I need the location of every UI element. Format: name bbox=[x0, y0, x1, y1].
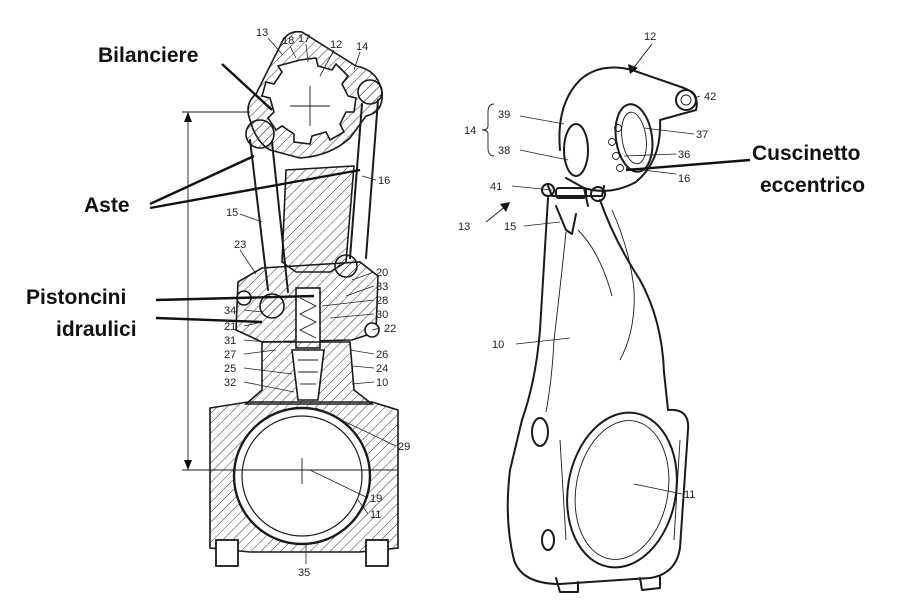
ref-label: 24 bbox=[376, 363, 388, 375]
callout-aste: Aste bbox=[84, 194, 130, 217]
section-ref-labels: 13 18 17 12 14 16 15 23 20 33 28 30 22 3… bbox=[224, 27, 410, 579]
ref-label: 14 bbox=[464, 125, 476, 137]
ref-label: 12 bbox=[330, 39, 342, 51]
ref-label: 23 bbox=[234, 239, 246, 251]
callout-pistoncini-line1: Pistoncini bbox=[26, 286, 126, 309]
ref-label: 22 bbox=[384, 323, 396, 335]
perspective-ref-labels: 12 42 39 14 37 38 36 16 41 13 15 10 11 bbox=[458, 31, 716, 501]
bracket-14 bbox=[481, 103, 495, 157]
callout-bilanciere: Bilanciere bbox=[98, 44, 198, 67]
leader-bilanciere bbox=[221, 63, 273, 111]
ref-label: 29 bbox=[398, 441, 410, 453]
rocker-pin-right bbox=[357, 79, 383, 105]
ref-label: 31 bbox=[224, 335, 236, 347]
perspective-big-end bbox=[506, 408, 690, 585]
ref-label: 35 bbox=[298, 567, 310, 579]
eccentric-bearing-bore bbox=[614, 103, 654, 173]
ref-label: 11 bbox=[684, 489, 695, 501]
leader-pistoncini-2 bbox=[155, 316, 263, 324]
ref-label: 38 bbox=[498, 145, 510, 157]
callout-cuscinetto-line2: eccentrico bbox=[760, 174, 865, 197]
ref-label: 10 bbox=[376, 377, 388, 389]
rocker-bore bbox=[261, 57, 357, 145]
perspective-big-end-bore bbox=[566, 411, 678, 569]
ref-label: 13 bbox=[256, 27, 268, 39]
ref-label: 11 bbox=[370, 509, 381, 521]
leader-aste-2 bbox=[149, 168, 361, 210]
ref-label: 16 bbox=[678, 173, 690, 185]
rocker-pin-left bbox=[245, 119, 275, 149]
rod-left-outer bbox=[249, 139, 269, 291]
bolt-left bbox=[215, 539, 239, 567]
ref-label: 21 bbox=[224, 321, 236, 333]
ref-label: 17 bbox=[298, 33, 310, 45]
leader-aste-1 bbox=[149, 154, 255, 206]
ref-label: 18 bbox=[282, 35, 294, 47]
ref-label: 36 bbox=[678, 149, 690, 161]
leader-pistoncini-1 bbox=[155, 294, 315, 302]
ref-label: 27 bbox=[224, 349, 236, 361]
ref-label: 12 bbox=[644, 31, 656, 43]
ref-label: 28 bbox=[376, 295, 388, 307]
ref-label: 32 bbox=[224, 377, 236, 389]
ref-label: 34 bbox=[224, 305, 236, 317]
section-ref-leaders bbox=[239, 37, 397, 564]
ref-label: 25 bbox=[224, 363, 236, 375]
perspective-shank bbox=[509, 197, 669, 471]
rocker-link-41 bbox=[547, 185, 605, 197]
ref-label: 15 bbox=[504, 221, 516, 233]
perspective-rocker bbox=[558, 66, 698, 192]
ref-label: 10 bbox=[492, 339, 504, 351]
ref-label: 37 bbox=[696, 129, 708, 141]
ref-label: 19 bbox=[370, 493, 382, 505]
rod-right-outer bbox=[349, 103, 363, 259]
piston-ball-left bbox=[259, 293, 285, 319]
ref-label: 15 bbox=[226, 207, 238, 219]
perspective-view bbox=[481, 43, 698, 593]
section-view bbox=[182, 30, 399, 567]
rocker-side-recess bbox=[563, 123, 589, 177]
ref-label: 41 bbox=[490, 181, 502, 193]
rod-end-right bbox=[334, 254, 358, 278]
ref-label: 33 bbox=[376, 281, 388, 293]
leader-cuscinetto bbox=[625, 158, 751, 172]
ref-label: 16 bbox=[378, 175, 390, 187]
callout-cuscinetto-line1: Cuscinetto bbox=[752, 142, 861, 165]
ref-label: 39 bbox=[498, 109, 510, 121]
bolt-right bbox=[365, 539, 389, 567]
ref-label: 20 bbox=[376, 267, 388, 279]
ref-label: 30 bbox=[376, 309, 388, 321]
perspective-ref-leaders bbox=[511, 95, 701, 495]
ref-label: 42 bbox=[704, 91, 716, 103]
callout-pistoncini-line2: idraulici bbox=[56, 318, 137, 341]
ref-label: 26 bbox=[376, 349, 388, 361]
ref-label: 13 bbox=[458, 221, 470, 233]
ref-label: 14 bbox=[356, 41, 368, 53]
callout-leaders bbox=[149, 63, 751, 324]
rocker-pin-42 bbox=[675, 89, 697, 111]
